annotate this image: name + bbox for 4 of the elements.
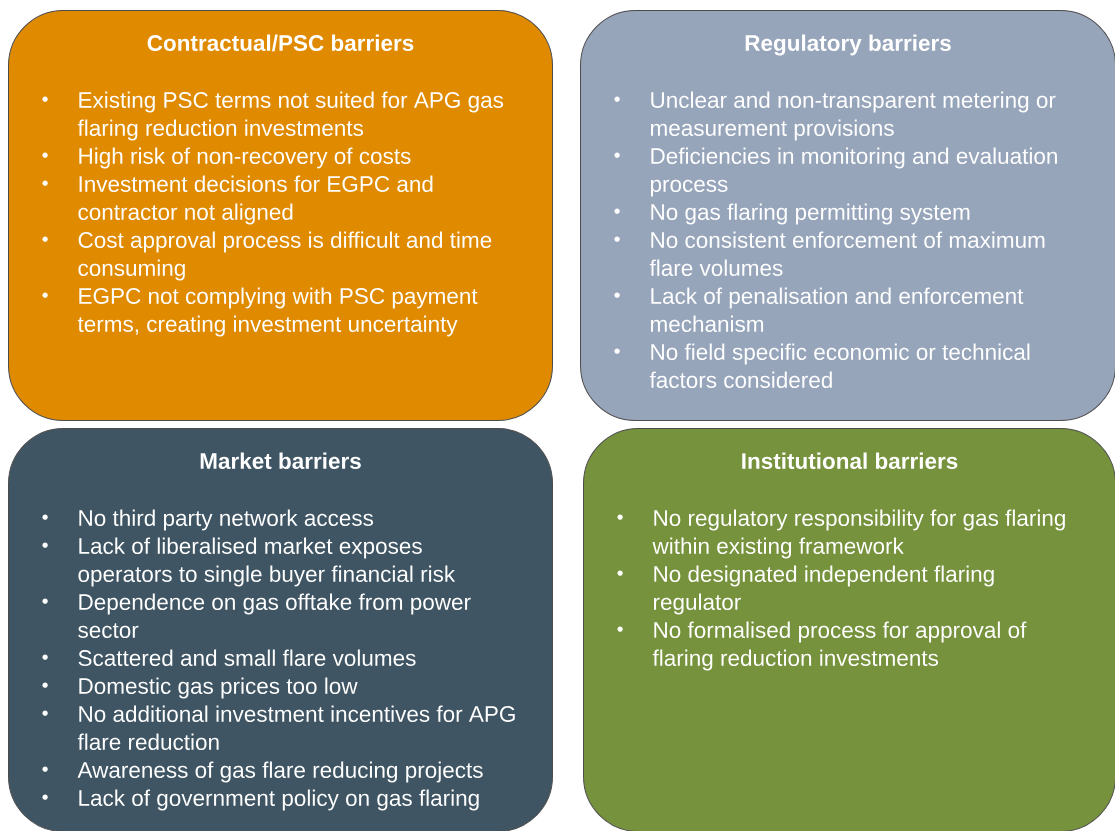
rounded-box: Market barriers No third party network access Lack of liberalised market exposes operators to single buyer financial risk Dependence on gas offtake from power sector Scattered and small flare volumes Domestic gas prices too low No additional investment incentives for APG flare reduction Awareness of gas flare reducing projects Lack of government policy on gas flaring (8, 428, 553, 831)
rounded-box: Contractual/PSC barriers Existing PSC terms not suited for APG gas flaring reduction investments High risk of non-recovery of costs Investment decisions for EGPC and contractor not aligned Cost approval process is difficult and time consuming EGPC not complying with PSC payment terms, creating investment uncertainty (8, 10, 553, 421)
rounded-box: Institutional barriers No regulatory responsibility for gas flaring within existing framework No designated independent flaring regulator No formalised process for approval of flaring reduction investments (583, 428, 1115, 831)
rounded-box: Regulatory barriers Unclear and non-transparent metering or measurement provisions Deficiencies in monitoring and evaluation process No gas flaring permitting system No consistent enforcement of maximum flare volumes Lack of penalisation and enforcement mechanism No field specific economic or technical factors considered (580, 10, 1115, 421)
